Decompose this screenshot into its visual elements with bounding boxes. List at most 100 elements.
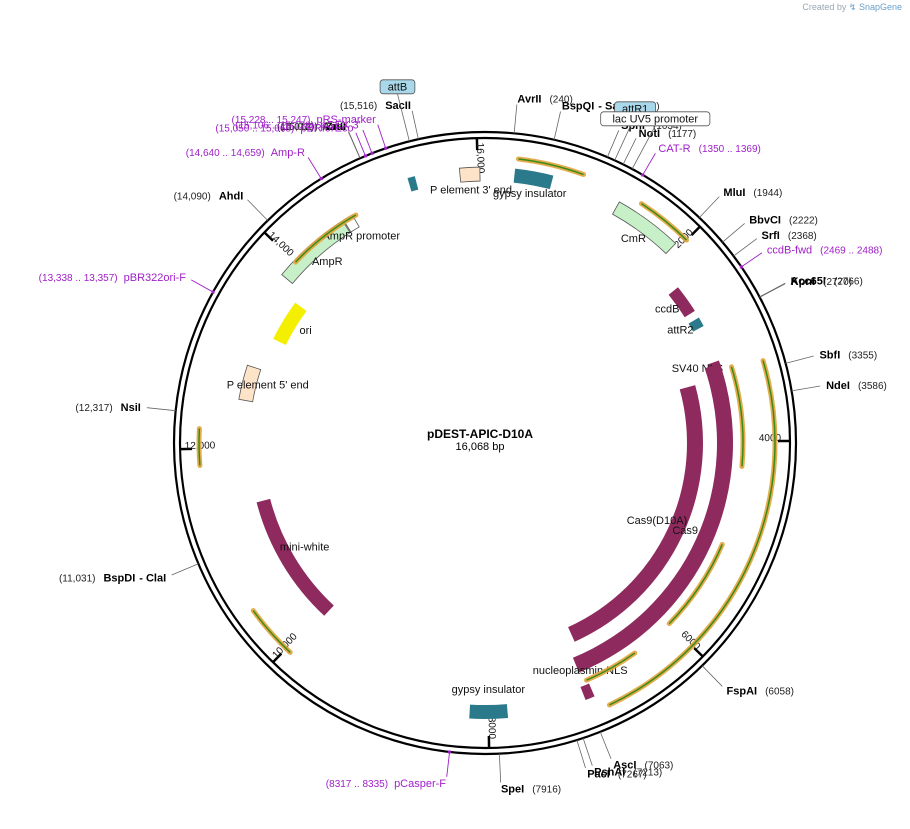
site-leader-line — [759, 283, 786, 298]
site-position: (3586) — [858, 381, 887, 392]
boxed-label-frame — [379, 79, 416, 95]
tick-label: 14,000 — [266, 230, 296, 259]
site-name: BspDI — [103, 572, 135, 584]
restriction-site[interactable]: NotI(1177) — [639, 128, 697, 140]
restriction-site[interactable]: (15,516)SacII — [340, 100, 411, 112]
primer-label[interactable]: (8317 .. 8335) pCasper-F — [326, 778, 447, 790]
restriction-site[interactable]: SpeI(7916) — [501, 784, 561, 796]
site-position: (2766) — [834, 276, 863, 287]
primer-direction-line — [198, 428, 201, 466]
site-position: (11,031) — [59, 573, 96, 584]
snapgene-credit: Created by ↯ SnapGene — [802, 2, 902, 13]
restriction-site[interactable]: SrfI(2368) — [762, 230, 817, 242]
primer-name: pCasper-F — [394, 778, 446, 790]
primer-range: (15,228 .. 15,247) — [232, 115, 311, 126]
restriction-site[interactable]: MluI(1944) — [723, 187, 782, 199]
site-name: NsiI — [121, 402, 141, 414]
primer-label[interactable]: (14,640 .. 14,659)Amp-R — [186, 147, 305, 159]
restriction-site[interactable]: AvrII(240) — [517, 94, 572, 106]
primer-name: pRS-marker — [317, 114, 377, 126]
primer-label[interactable]: (15,050 .. 15,068)pBRforEco — [215, 122, 353, 134]
primer-direction-line — [252, 610, 291, 653]
primer-direction-line — [609, 360, 776, 706]
cmr-arc — [611, 201, 677, 255]
primer-name: CAT-R — [658, 143, 690, 155]
restriction-site[interactable]: AscI(7063) — [613, 759, 673, 771]
restriction-site[interactable]: (11,031)BspDI- ClaI — [59, 572, 166, 584]
attr2-arc — [688, 317, 704, 332]
tick-label: 4000 — [759, 433, 782, 444]
boxed-label-frame — [600, 111, 711, 127]
primer-site-marker — [211, 290, 215, 294]
site-leader-line — [701, 665, 723, 687]
site-position: (7916) — [532, 785, 561, 796]
cas9-d10a--arc — [568, 385, 703, 642]
site-name: SrfI — [762, 230, 780, 242]
primer-direction-line — [730, 366, 744, 467]
primer-name: Amp-R — [271, 147, 305, 159]
primer-label[interactable]: (13,338 .. 13,357)pBR322ori-F — [39, 272, 187, 284]
primer-label[interactable]: ccdB-fwd(2469 .. 2488) — [767, 244, 883, 256]
box-leader-line — [397, 93, 410, 142]
gypsy-insulator-arc — [469, 704, 509, 719]
site-leader-line — [606, 130, 620, 158]
restriction-site[interactable]: SbfI(3355) — [819, 349, 877, 361]
ori-arc — [273, 302, 307, 346]
site-name: KpnI — [791, 276, 815, 288]
primer-leader-line — [377, 124, 387, 149]
restriction-site[interactable]: (15,012)AatII — [277, 121, 346, 133]
restriction-site[interactable]: (12,317)NsiI — [75, 402, 140, 414]
primer-leader-line — [446, 751, 451, 777]
restriction-site[interactable]: NdeI(3586) — [826, 380, 887, 392]
primer-label[interactable]: CAT-R(1350 .. 1369) — [658, 143, 760, 155]
plasmid-name: pDEST-APIC-D10A — [427, 427, 533, 441]
site-name: MluI — [723, 187, 745, 199]
site-leader-line — [622, 138, 637, 165]
credit-prefix: Created by — [802, 2, 847, 12]
restriction-site[interactable]: PacI(7267) — [587, 769, 647, 781]
primer-leader-line — [642, 153, 656, 176]
site-position: (240) — [549, 95, 572, 106]
primer-label[interactable]: (15,106 .. 15,128)pGEX 3' — [235, 119, 361, 131]
primer-site-marker — [363, 154, 367, 158]
site-leader-line — [513, 104, 518, 134]
site-position: (15,010) — [280, 122, 317, 133]
site-leader-line — [722, 223, 745, 243]
restriction-site[interactable]: KpnI (2770) — [791, 276, 852, 288]
primer-direction-line — [586, 652, 636, 681]
cas9-arc — [572, 363, 733, 673]
site-name: NotI — [639, 128, 660, 140]
tick-mark — [693, 647, 704, 658]
site-leader-line — [759, 282, 786, 298]
site-position: (14,090) — [174, 191, 211, 202]
primer-label[interactable]: (15,228 .. 15,247) pRS-marker — [232, 114, 377, 126]
site-name: BspQI — [562, 101, 594, 113]
site-name: BbvCI — [749, 215, 781, 227]
mini-white-arc — [256, 498, 334, 616]
tick-mark — [272, 652, 283, 664]
tick-label: 16,000 — [474, 143, 486, 174]
feature-arc — [407, 176, 419, 192]
primer-direction-line — [641, 202, 688, 241]
site-name: AhdI — [219, 190, 243, 202]
site-position: (1034) — [653, 121, 682, 132]
feature-label: AmpR promoter — [322, 231, 400, 243]
site-name: SacII — [385, 100, 411, 112]
primer-name: pBRforEco — [300, 122, 353, 134]
primer-range: (8317 .. 8335) — [326, 779, 388, 790]
restriction-site[interactable]: Acc65I(2766) — [790, 275, 862, 287]
restriction-site[interactable]: FspAI(6058) — [727, 686, 794, 698]
site-name: PacI — [587, 769, 610, 781]
restriction-site[interactable]: (14,090) AhdI — [174, 190, 244, 202]
primer-site-marker — [319, 177, 323, 181]
snapgene-logo-icon: ↯ — [848, 2, 857, 12]
site-leader-line — [146, 407, 176, 412]
feature-label: gypsy insulator — [493, 188, 567, 200]
restriction-site[interactable]: (15,010)ZraI — [280, 121, 345, 133]
feature-label: P element 3' end — [430, 184, 512, 196]
site-position: (2770) — [823, 277, 852, 288]
site-name: AscI — [613, 759, 636, 771]
restriction-site[interactable]: PshAI(7213) — [594, 766, 662, 778]
restriction-site[interactable]: BbvCI(2222) — [749, 215, 818, 227]
